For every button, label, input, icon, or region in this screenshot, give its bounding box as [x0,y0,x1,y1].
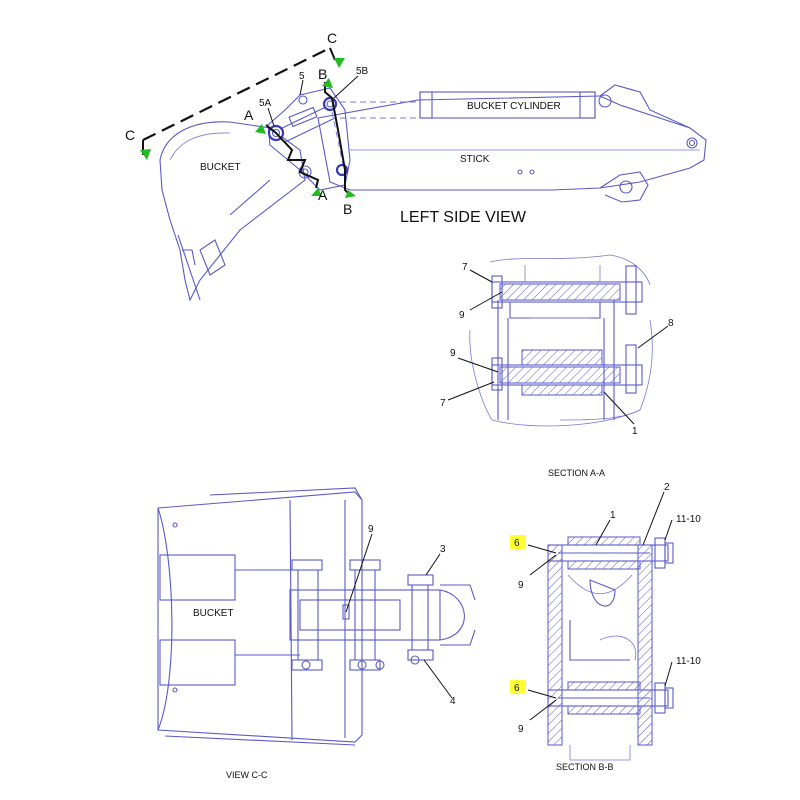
section-label-a1: A [244,107,254,123]
section-line-bb [324,82,351,196]
section-bb: 1 2 11-10 6 9 11-10 6 9 SECTION B-B [510,482,701,772]
callout-aa-7-top: 7 [462,262,468,273]
callout-cc-4: 4 [450,696,456,707]
section-line-aa [265,124,320,189]
section-label-b1: B [318,66,327,82]
view-cc: 9 3 4 BUCKET VIEW C-C [157,487,476,780]
callout-bb-9-top: 9 [518,580,524,591]
callout-cc-3: 3 [440,544,446,555]
callout-bb-1: 1 [610,510,616,521]
callout-aa-9-bottom: 9 [450,348,456,359]
label-stick: STICK [460,154,490,165]
section-aa: 7 9 8 9 7 1 SECTION A-A [440,254,674,478]
section-label-b2: B [343,201,352,217]
title-left-side-view: LEFT SIDE VIEW [400,209,527,226]
callout-bb-2: 2 [664,482,670,493]
section-label-c1: C [125,127,135,143]
label-bucket: BUCKET [200,162,241,173]
section-label-c2: C [327,30,337,46]
callout-bb-11-10-bottom: 11-10 [676,656,701,667]
callout-bb-11-10-top: 11-10 [676,514,701,525]
callout-bb-6-top: 6 [514,538,520,549]
bucket-side [159,121,306,302]
callout-aa-8: 8 [668,318,674,329]
callout-aa-7-bottom: 7 [440,398,446,409]
highlight-6-bottom [510,680,526,694]
view-arrow-c1-icon [140,149,151,160]
label-cc-bucket: BUCKET [193,608,234,619]
callout-5a: 5A [259,98,272,109]
bucket-cylinder [340,91,596,119]
title-section-aa: SECTION A-A [548,468,605,478]
callout-aa-9-top: 9 [459,310,465,321]
view-arrow-c2-icon [334,58,345,68]
section-label-a2: A [318,187,328,203]
section-line-cc [142,47,331,141]
highlight-6-top [510,535,526,549]
callout-5b: 5B [356,66,369,77]
title-view-cc: VIEW C-C [226,770,268,780]
title-section-bb: SECTION B-B [556,762,614,772]
callout-aa-1: 1 [632,426,638,437]
stick [317,84,707,203]
left-side-view: 5 5A 5B A A B B C C BUCKET BUCKET CYLIND… [125,30,707,302]
callout-bb-9-bottom: 9 [518,724,524,735]
label-bucket-cylinder: BUCKET CYLINDER [467,101,561,112]
callout-cc-9: 9 [368,524,374,535]
callout-bb-6-bottom: 6 [514,683,520,694]
callout-5: 5 [299,71,305,82]
